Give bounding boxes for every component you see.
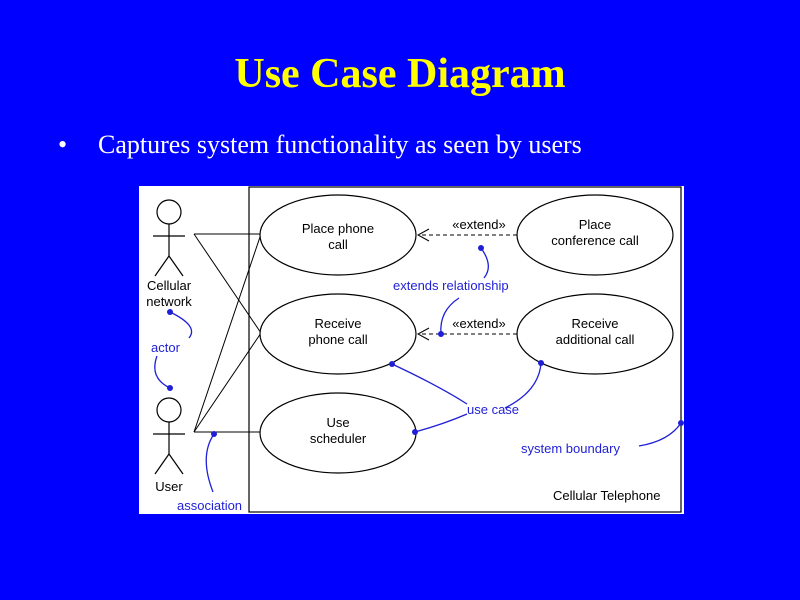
- use-case-place-phone-call-label-line1: Place phone: [302, 221, 374, 236]
- use-case-place-conference-call-label-line2: conference call: [551, 233, 639, 248]
- bullet-item: • Captures system functionality as seen b…: [58, 128, 582, 162]
- actor-user-label: User: [155, 479, 183, 494]
- use-case-receive-additional-call-label-line2: additional call: [556, 332, 635, 347]
- annotation-actor: actor: [151, 340, 181, 355]
- annotation-extends-relationship: extends relationship: [393, 278, 509, 293]
- extend-arrow-bottom: [416, 327, 517, 341]
- use-case-use-scheduler: Use scheduler: [259, 392, 417, 474]
- bullet-text: Captures system functionality as seen by…: [98, 130, 582, 159]
- use-case-receive-additional-call: Receive additional call: [516, 293, 674, 375]
- use-case-place-phone-call: Place phone call: [259, 194, 417, 276]
- use-case-place-conference-call: Place conference call: [516, 194, 674, 276]
- extend-arrow-top: [416, 228, 517, 242]
- system-boundary: [248, 186, 682, 513]
- use-case-receive-phone-call: Receive phone call: [259, 293, 417, 375]
- system-name: Cellular Telephone: [553, 488, 660, 503]
- use-case-receive-additional-call-label-line1: Receive: [572, 316, 619, 331]
- use-case-use-scheduler-label-line1: Use: [326, 415, 349, 430]
- use-case-use-scheduler-label-line2: scheduler: [310, 431, 367, 446]
- actor-cellular-network-label-line1: Cellular: [147, 278, 192, 293]
- use-case-diagram: Cellular network User Place phone call: [139, 186, 684, 514]
- bullet-symbol: •: [58, 130, 68, 159]
- use-case-place-phone-call-label-line2: call: [328, 237, 348, 252]
- association-lines: [193, 233, 262, 433]
- actor-cellular-network: [153, 199, 185, 277]
- extend-label-top: «extend»: [452, 217, 506, 232]
- slide-title: Use Case Diagram: [234, 51, 566, 97]
- annotation-leaders: [154, 245, 684, 493]
- actor-user: [153, 397, 185, 475]
- annotation-system-boundary: system boundary: [521, 441, 620, 456]
- annotation-association: association: [177, 498, 242, 513]
- extend-label-bottom: «extend»: [452, 316, 506, 331]
- use-case-receive-phone-call-label-line1: Receive: [315, 316, 362, 331]
- annotation-use-case: use case: [467, 402, 519, 417]
- use-case-place-conference-call-label-line1: Place: [579, 217, 612, 232]
- actor-cellular-network-label-line2: network: [146, 294, 192, 309]
- use-case-receive-phone-call-label-line2: phone call: [308, 332, 367, 347]
